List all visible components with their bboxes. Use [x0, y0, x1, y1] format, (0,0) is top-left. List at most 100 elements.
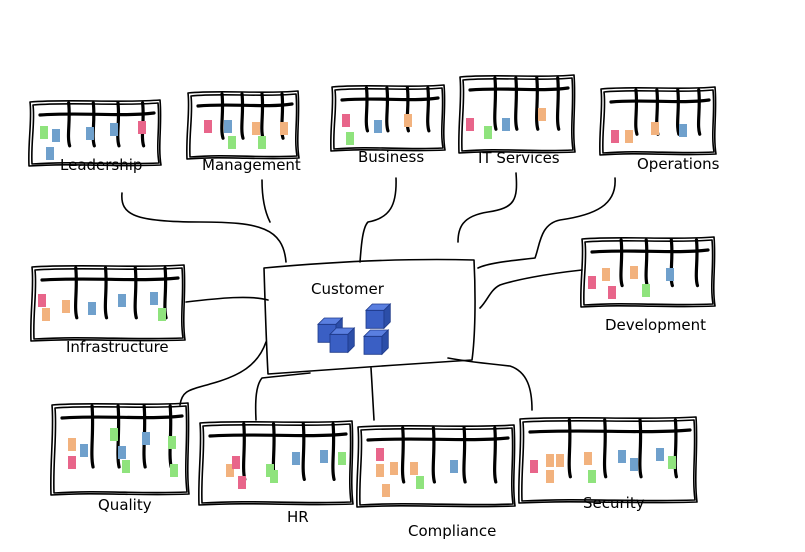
sticky-note [62, 300, 70, 313]
customer-hub[interactable]: Customer [263, 258, 476, 375]
team-label: Quality [98, 496, 152, 514]
sticky-note [110, 428, 118, 441]
board-column-divider [280, 92, 285, 140]
board-frame-inner [188, 93, 298, 158]
team-board-management[interactable]: Management [185, 90, 301, 174]
board-column-divider [673, 418, 678, 479]
team-label: Operations [637, 155, 720, 173]
team-board-compliance[interactable]: Compliance [355, 424, 516, 540]
board-column-divider [694, 238, 700, 288]
board-frame [49, 402, 190, 496]
team-label: Security [583, 494, 645, 512]
sticky-note [252, 122, 260, 135]
team-board-leadership[interactable]: Leadership [27, 99, 162, 174]
board-column-divider [535, 76, 540, 131]
board-column-divider [103, 266, 109, 320]
team-board-quality[interactable]: Quality [49, 402, 190, 514]
board-frame-inner [332, 87, 444, 150]
sticky-note [608, 286, 616, 299]
board-frame-inner [30, 102, 160, 165]
sticky-note [466, 118, 474, 131]
board-column-divider [133, 266, 138, 320]
team-board-it-services[interactable]: IT Services [457, 74, 576, 167]
sticky-note [588, 276, 596, 289]
team-board-operations[interactable]: Operations [598, 86, 720, 173]
board-header-line [60, 414, 184, 420]
sticky-note [88, 302, 96, 315]
sticky-note [204, 120, 212, 133]
sticky-note [110, 123, 118, 136]
team-board-infrastructure[interactable]: Infrastructure [29, 264, 186, 356]
board-column-divider [555, 76, 561, 131]
board-frame-inner [52, 405, 188, 494]
team-board-business[interactable]: Business [329, 84, 446, 166]
sticky-note [228, 136, 236, 149]
sticky-note [376, 464, 384, 477]
sticky-note [630, 458, 638, 471]
board-column-divider [634, 88, 639, 136]
board-frame-inner [460, 77, 574, 152]
sticky-note [224, 120, 232, 133]
sticky-note [346, 132, 354, 145]
sticky-note [118, 446, 126, 459]
board-header-line [40, 276, 180, 282]
sticky-note [642, 284, 650, 297]
connector-hr [254, 372, 311, 421]
board-column-divider [431, 426, 436, 484]
team-board-hr[interactable]: HR [197, 420, 354, 526]
sticky-note [611, 130, 619, 143]
sticky-note [416, 476, 424, 489]
cube-cluster-icon [317, 303, 392, 356]
board-frame-inner [601, 89, 715, 154]
board-frame [197, 420, 354, 506]
board-column-divider [260, 92, 265, 140]
board-header-line [590, 248, 710, 254]
sticky-note [546, 470, 554, 483]
sticky-note [150, 292, 158, 305]
board-header-line [366, 436, 510, 442]
board-frame-inner [520, 419, 696, 502]
sticky-note [46, 147, 54, 160]
sticky-note [530, 460, 538, 473]
board-column-divider [426, 86, 431, 133]
sticky-note [338, 452, 346, 465]
board-column-divider [364, 86, 370, 133]
hub-box [263, 258, 476, 375]
board-column-divider [66, 101, 72, 148]
board-header-line [208, 432, 348, 438]
sticky-note [556, 454, 564, 467]
sticky-note [382, 484, 390, 497]
sticky-note [52, 129, 60, 142]
sticky-note [68, 438, 76, 451]
sticky-note [292, 452, 300, 465]
board-frame [29, 264, 186, 342]
sticky-note [122, 460, 130, 473]
sticky-note [226, 464, 234, 477]
team-board-security[interactable]: Security [517, 416, 698, 512]
board-column-divider [74, 266, 79, 320]
sticky-note [584, 452, 592, 465]
board-frame [355, 424, 516, 508]
team-board-development[interactable]: Development [579, 236, 716, 334]
sticky-note [376, 448, 384, 461]
sticky-note [232, 456, 240, 469]
sticky-note [238, 476, 246, 489]
board-frame-inner [582, 239, 714, 306]
board-column-divider [116, 404, 121, 469]
board-column-divider [493, 76, 498, 131]
connector-operations [477, 177, 616, 269]
sticky-note [630, 266, 638, 279]
connector-infrastructure [185, 296, 269, 303]
sticky-note [374, 120, 382, 133]
sticky-note [484, 126, 492, 139]
team-label: Development [605, 316, 706, 334]
team-label: Leadership [60, 156, 142, 174]
sticky-note [410, 462, 418, 475]
board-column-divider [696, 88, 702, 136]
sticky-note [142, 432, 150, 445]
board-column-divider [220, 92, 225, 140]
board-column-divider [644, 238, 649, 288]
sticky-note [86, 127, 94, 140]
sticky-note [625, 130, 633, 143]
